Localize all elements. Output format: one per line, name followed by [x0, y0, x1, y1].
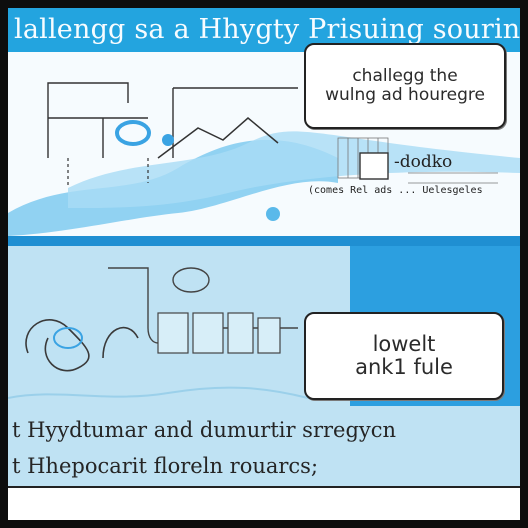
- callout-top-line2: wulng ad houregre: [325, 85, 485, 105]
- wave-line: [8, 386, 309, 399]
- sketch-illustration: [8, 82, 520, 399]
- blue-ring-bottom: [53, 327, 83, 349]
- caption-line-1: t Hyydtumar and dumurtir srregycn: [12, 418, 397, 442]
- blue-dot-2: [266, 207, 280, 221]
- callout-top: challegg the wulng ad houregre: [304, 43, 506, 129]
- sketch-label: -dodko: [394, 152, 453, 172]
- wire-lines: [47, 82, 298, 158]
- infographic: lallengg sa a Hhygty Prisuing souringie: [8, 8, 520, 520]
- river-shape-2: [68, 131, 520, 208]
- panel-divider: [8, 236, 520, 246]
- tank-sketch: [172, 267, 210, 293]
- blue-ring: [115, 120, 151, 146]
- callout-top-line1: challegg the: [352, 66, 458, 86]
- caption-line-2: t Hhepocarit floreln rouarcs;: [12, 454, 319, 478]
- callout-bottom-line2: ank1 fule: [355, 355, 453, 379]
- blue-dot: [162, 134, 174, 146]
- title-bar: lallengg sa a Hhygty Prisuing souringie: [8, 8, 520, 52]
- sketch-caption-small: (comes Rel ads ... Uelesgeles: [308, 185, 483, 196]
- wire-dashes: [67, 158, 149, 188]
- swirl-sketch: [25, 319, 139, 372]
- bottom-strip: [8, 486, 520, 520]
- box-sketch: [359, 152, 389, 180]
- callout-bottom: lowelt ank1 fule: [304, 312, 504, 400]
- mountain-sketch: [157, 117, 279, 159]
- callout-bottom-line1: lowelt: [372, 332, 436, 356]
- page-title: lallengg sa a Hhygty Prisuing souringie: [14, 14, 520, 45]
- equipment-sketch: [157, 312, 281, 354]
